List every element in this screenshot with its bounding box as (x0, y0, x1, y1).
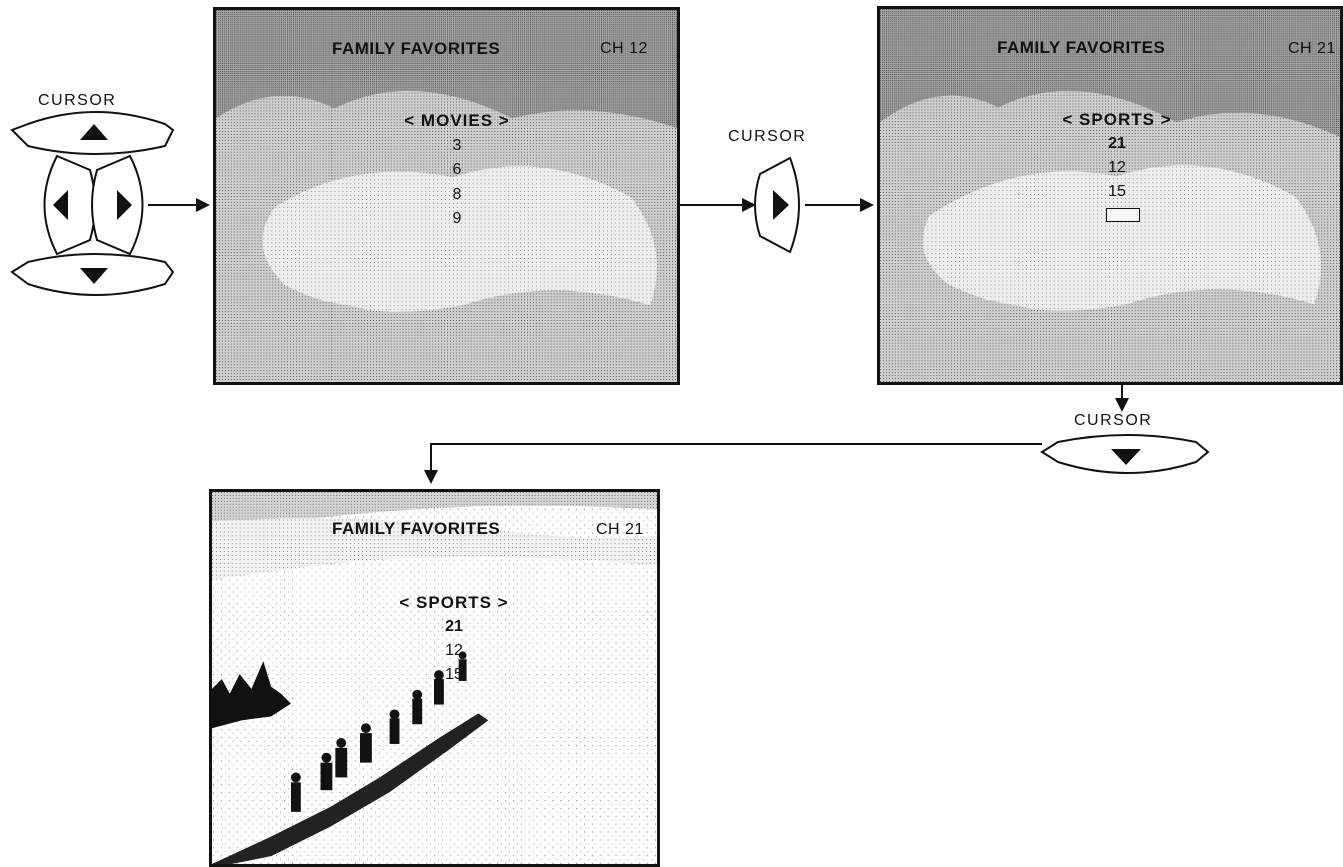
screen-title: FAMILY FAVORITES (997, 38, 1166, 57)
triangle-up-icon (80, 124, 108, 140)
arrow-cursor-to-screen-two (805, 198, 874, 212)
channel-item[interactable]: 8 (452, 186, 462, 203)
category-selector[interactable]: < SPORTS > (1062, 110, 1172, 129)
channel-number: CH 12 (600, 40, 648, 57)
triangle-right-icon (117, 190, 132, 220)
channel-item-selected[interactable]: 21 (1108, 135, 1126, 152)
tv-screen-movies: FAMILY FAVORITES CH 12 < MOVIES > 3 6 8 … (213, 7, 680, 385)
channel-item[interactable]: 9 (452, 210, 462, 227)
clouds-background (216, 10, 677, 382)
triangle-right-icon-mid (773, 190, 789, 220)
channel-item[interactable]: 12 (445, 642, 463, 659)
category-selector[interactable]: < SPORTS > (399, 593, 509, 612)
arrow-pad-to-screen-one (148, 198, 210, 212)
cursor-label-bottom: CURSOR (1074, 412, 1153, 429)
channel-item[interactable]: 6 (452, 161, 462, 178)
tv-screen-sports: FAMILY FAVORITES CH 21 < SPORTS > 21 12 … (877, 6, 1343, 385)
cursor-label-mid: CURSOR (728, 128, 807, 145)
arrow-screen-two-to-cursor (1115, 385, 1129, 412)
climbers-background (212, 492, 657, 864)
cursor-right-button[interactable] (91, 154, 144, 256)
tv-screen-sports-climbers: FAMILY FAVORITES CH 21 < SPORTS > 21 12 … (209, 489, 660, 867)
channel-number: CH 21 (1288, 40, 1336, 57)
triangle-down-icon-bottom (1111, 449, 1141, 465)
channel-item[interactable]: 3 (452, 137, 462, 154)
arrow-cursor-to-screen-three (424, 443, 1042, 484)
screen-title: FAMILY FAVORITES (332, 519, 501, 538)
channel-number: CH 21 (596, 521, 644, 538)
clouds-background (880, 9, 1340, 382)
empty-slot-box[interactable] (1106, 208, 1140, 222)
screen-title: FAMILY FAVORITES (332, 39, 501, 58)
triangle-down-icon (80, 268, 108, 284)
cursor-label-left: CURSOR (38, 92, 117, 109)
cursor-down-button[interactable] (10, 253, 175, 296)
category-selector[interactable]: < MOVIES > (404, 111, 510, 130)
cursor-left-button[interactable] (43, 154, 96, 256)
triangle-left-icon (53, 190, 68, 220)
channel-item[interactable]: 15 (1108, 183, 1126, 200)
arrow-screen-one-to-cursor (680, 198, 756, 212)
cursor-down-button-bottom[interactable] (1040, 434, 1210, 474)
channel-item[interactable]: 15 (445, 666, 463, 683)
channel-item[interactable]: 12 (1108, 159, 1126, 176)
cursor-right-button-mid[interactable] (754, 156, 800, 254)
channel-item-selected[interactable]: 21 (445, 618, 463, 635)
cursor-up-button[interactable] (10, 111, 175, 155)
